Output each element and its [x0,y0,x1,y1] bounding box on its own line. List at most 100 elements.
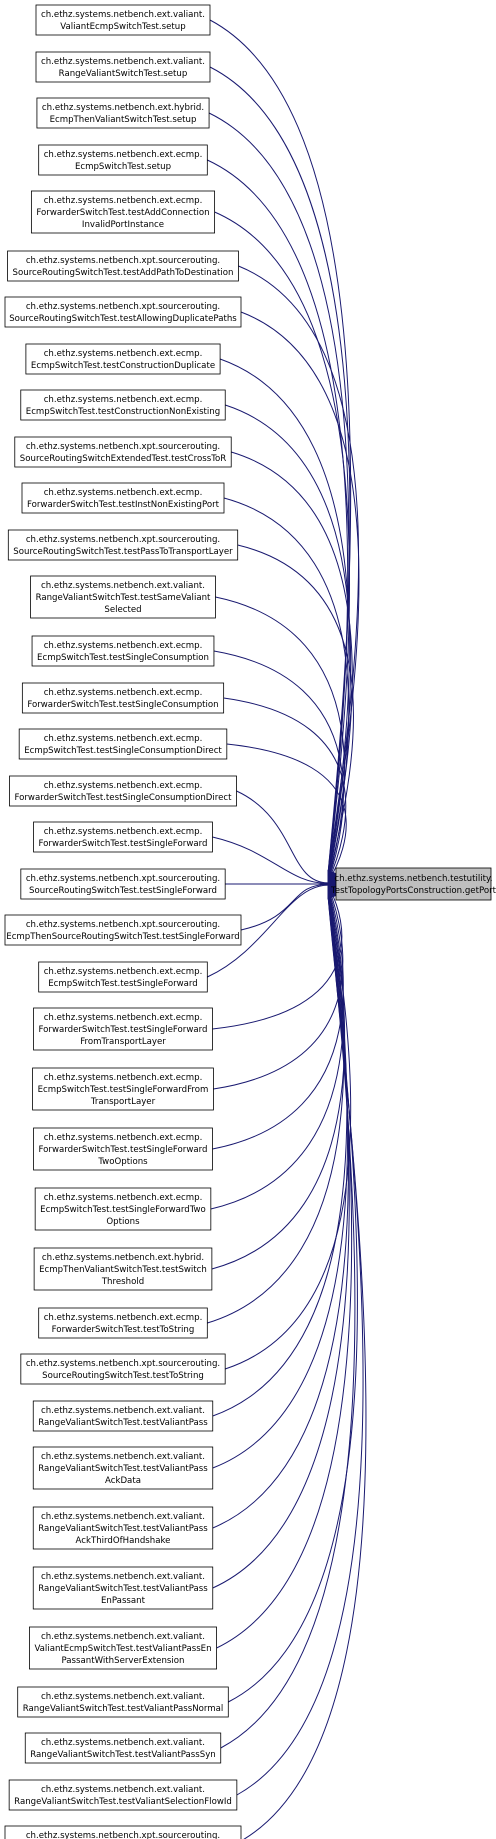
caller-node[interactable]: ch.ethz.systems.netbench.ext.valiant.Ran… [32,1566,214,1610]
caller-node-box [32,1566,214,1610]
caller-node[interactable]: ch.ethz.systems.netbench.ext.valiant. Val… [35,4,211,36]
caller-node-label-line: TransportLayer [90,1097,156,1107]
caller-node-label-line: ch.ethz.systems.netbench.ext.ecmp. [44,349,203,359]
caller-node[interactable]: ch.ethz.systems.netbench.ext.ecmp. EcmpSw… [25,343,221,375]
call-edge [207,884,329,978]
caller-node-label-line: PassantWithServerExtension [62,1656,185,1666]
call-edge [240,884,329,931]
caller-node[interactable]: ch.ethz.systems.netbench.ext.ecmp.EcmpSw… [18,728,228,760]
caller-node-box [30,575,216,619]
caller-node[interactable]: ch.ethz.systems.netbench.xpt.sourcerouti… [4,914,242,946]
caller-node-box [7,250,239,282]
caller-node-label-line: ch.ethz.systems.netbench.xpt.sourcerouti… [26,1359,220,1369]
caller-node-box [30,190,216,234]
caller-node-box [34,1187,212,1231]
caller-node[interactable]: ch.ethz.systems.netbench.ext.ecmp.Forwar… [21,682,225,714]
caller-node-label-line: ForwarderSwitchTest.testAddConnection [36,208,209,218]
caller-node[interactable]: ch.ethz.systems.netbench.xpt.sourcerouti… [14,436,232,468]
caller-node-label-line: EcmpSwitchTest.testSingleConsumption [37,653,209,663]
caller-node-label-line: EnPassant [101,1596,146,1606]
call-edge [210,887,345,1210]
target-node-box [335,867,492,901]
caller-node[interactable]: ch.ethz.systems.netbench.ext.ecmp. EcmpSw… [34,1187,212,1231]
caller-node-box [7,529,239,561]
caller-node[interactable]: ch.ethz.systems.netbench.ext.ecmp.Forwar… [33,1007,213,1051]
caller-node-label-line: RangeValiantSwitchTest.testValiantSelect… [14,1797,232,1807]
caller-node-box [38,961,208,993]
caller-node[interactable]: ch.ethz.systems.netbench.ext.ecmp.Forwar… [38,1307,208,1339]
caller-node-label-line: ch.ethz.systems.netbench.ext.valiant. [41,1738,205,1748]
caller-node[interactable]: ch.ethz.systems.netbench.xpt.sourcerouti… [4,1825,242,1839]
caller-node-label-line: EcmpSwitchTest.testConstructionDuplicate [31,361,215,371]
caller-node-label-line: ch.ethz.systems.netbench.ext.valiant. [41,1692,205,1702]
caller-node-label-line: ch.ethz.systems.netbench.ext.valiant. [41,10,205,20]
caller-node-label-line: ch.ethz.systems.netbench.xpt.sourcerouti… [26,256,220,266]
caller-node[interactable]: ch.ethz.systems.netbench.ext.ecmp.EcmpSw… [38,961,208,993]
caller-node-label-line: FromTransportLayer [80,1037,166,1047]
caller-node-label-line: AckData [105,1476,141,1486]
caller-node-box [32,1067,214,1111]
call-edge [212,891,349,1529]
caller-node-label-line: ValiantEcmpSwitchTest.setup [60,22,185,32]
caller-node[interactable]: ch.ethz.systems.netbench.ext.ecmp.EcmpSw… [38,144,208,176]
caller-node[interactable]: ch.ethz.systems.netbench.xpt.sourcerouti… [7,250,239,282]
caller-node-label-line: RangeValiantSwitchTest.testValiantPass [38,1418,208,1428]
caller-node-label-line: RangeValiantSwitchTest.testSameValiant [36,593,211,603]
caller-node-box [33,1247,213,1291]
call-edge [228,893,358,1703]
caller-node-label-line: SourceRoutingSwitchTest.testPassToTransp… [13,547,233,557]
caller-node[interactable]: ch.ethz.systems.netbench.ext.ecmp.EcmpSw… [32,1067,214,1111]
caller-node-box [33,821,213,853]
caller-node-label-line: ForwarderSwitchTest.testToString [52,1325,195,1335]
call-edge [243,895,367,1839]
caller-node-box [32,1446,214,1490]
caller-node[interactable]: ch.ethz.systems.netbench.ext.valiant.Ran… [17,1686,229,1718]
caller-node[interactable]: ch.ethz.systems.netbench.ext.hybrid.Ecmp… [33,1247,213,1291]
caller-node[interactable]: ch.ethz.systems.netbench.ext.valiant.Ran… [32,1506,214,1550]
caller-node[interactable]: ch.ethz.systems.netbench.ext.valiant.Ran… [32,1400,214,1432]
caller-node-box [33,1127,213,1171]
caller-node[interactable]: ch.ethz.systems.netbench.ext.valiant.Ran… [35,51,211,83]
call-edge [231,451,353,879]
caller-node-label-line: ch.ethz.systems.netbench.ext.ecmp. [44,1133,203,1143]
caller-node[interactable]: ch.ethz.systems.netbench.ext.ecmp.EcmpSw… [20,389,226,421]
caller-node-label-line: ch.ethz.systems.netbench.xpt.sourcerouti… [26,920,220,930]
caller-node-label-line: ch.ethz.systems.netbench.xpt.sourcerouti… [26,535,220,545]
caller-node[interactable]: ch.ethz.systems.netbench.ext.valiant. Ran… [24,1732,222,1764]
caller-node[interactable]: ch.ethz.systems.netbench.ext.ecmp.Forwar… [33,821,213,853]
caller-node[interactable]: ch.ethz.systems.netbench.ext.ecmp.Forwar… [21,482,225,514]
caller-nodes: ch.ethz.systems.netbench.ext.valiant. Val… [4,4,242,1839]
caller-node[interactable]: ch.ethz.systems.netbench.ext.ecmp.Forwar… [33,1127,213,1171]
caller-node[interactable]: ch.ethz.systems.netbench.ext.valiant.Ran… [32,1446,214,1490]
caller-node-label-line: EcmpThenValiantSwitchTest.setup [50,115,197,125]
caller-node-label-line: ch.ethz.systems.netbench.ext.ecmp. [44,150,203,160]
caller-node-label-line: RangeValiantSwitchTest.testValiantPassSy… [30,1750,215,1760]
caller-node-label-line: ch.ethz.systems.netbench.ext.hybrid. [42,103,204,113]
target-node-line-2: TestTopologyPortsConstruction.getPort [330,886,496,896]
caller-node-label-line: ForwarderSwitchTest.testSingleForward [39,1025,208,1035]
caller-node-box [35,4,211,36]
target-node-line-1: ch.ethz.systems.netbench.testutility. [334,874,492,884]
caller-node-label-line: ForwarderSwitchTest.testSingleConsumptio… [27,700,218,710]
caller-node[interactable]: ch.ethz.systems.netbench.xpt.sourcerouti… [4,296,242,328]
caller-node[interactable]: ch.ethz.systems.netbench.ext.valiant.Ran… [30,575,216,619]
caller-node[interactable]: ch.ethz.systems.netbench.ext.valiant.Val… [29,1626,217,1670]
call-edge [226,743,347,883]
caller-node[interactable]: ch.ethz.systems.netbench.ext.ecmp.Forwar… [9,775,237,807]
caller-node[interactable]: ch.ethz.systems.netbench.xpt.sourcerouti… [20,868,226,900]
target-node[interactable]: ch.ethz.systems.netbench.testutility. Te… [330,867,496,901]
caller-node-label-line: EcmpSwitchTest.testSingleForwardTwo [40,1205,206,1215]
caller-node[interactable]: ch.ethz.systems.netbench.ext.hybrid. Ecmp… [36,97,210,129]
call-edge [236,790,329,884]
caller-node[interactable]: ch.ethz.systems.netbench.ext.valiant.Ran… [8,1779,238,1811]
caller-node[interactable]: ch.ethz.systems.netbench.ext.ecmp.Forwar… [30,190,216,234]
caller-node[interactable]: ch.ethz.systems.netbench.ext.ecmp.EcmpSw… [31,635,215,667]
caller-node-box [4,914,242,946]
caller-node[interactable]: ch.ethz.systems.netbench.xpt.sourcerouti… [7,529,239,561]
caller-node-label-line: ch.ethz.systems.netbench.ext.valiant. [41,57,205,67]
caller-node-label-line: ch.ethz.systems.netbench.ext.ecmp. [44,1193,203,1203]
caller-node[interactable]: ch.ethz.systems.netbench.xpt.sourcerouti… [20,1353,226,1385]
call-edges [207,19,367,1839]
caller-node-box [17,1686,229,1718]
